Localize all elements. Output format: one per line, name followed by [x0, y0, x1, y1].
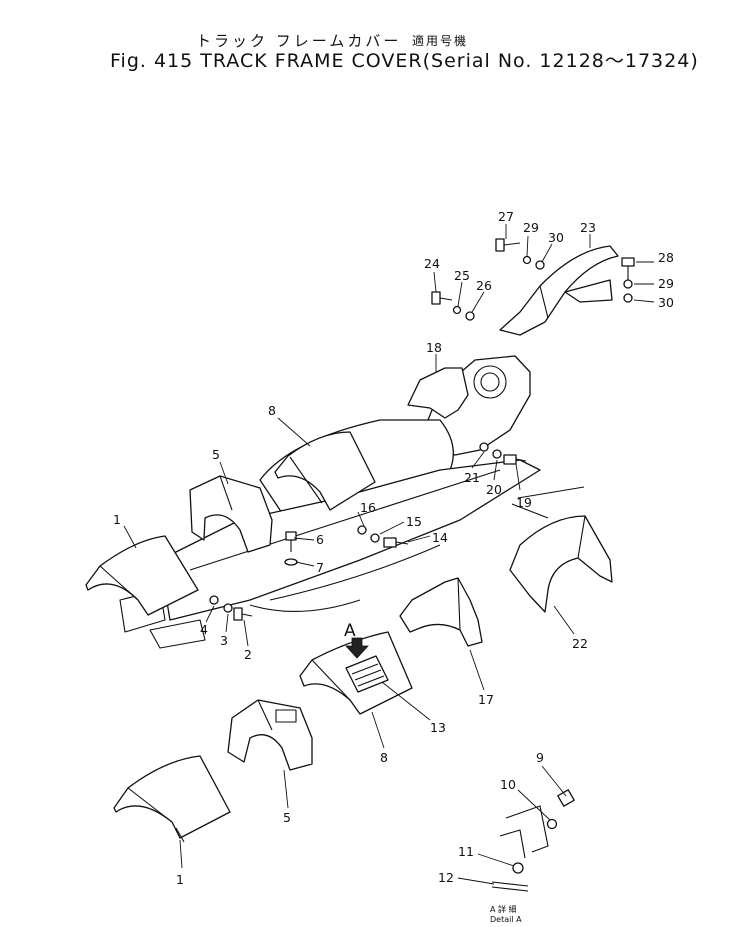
callout-labels: 27 29 30 23 28 29 30 24 25 26 18 8 5 1 4…: [113, 209, 674, 924]
callout-15: 15: [406, 514, 422, 529]
part-22-front-guard: [509, 503, 613, 613]
detail-a-label-jp: A 詳 細: [490, 904, 517, 914]
part-5-lower-bracket: [227, 699, 313, 771]
serial-close-paren: ): [690, 50, 699, 72]
callout-30a: 30: [548, 230, 564, 245]
part-12: [491, 881, 529, 892]
washer-7: [284, 558, 298, 566]
callout-10: 10: [500, 777, 516, 792]
callout-23: 23: [580, 220, 596, 235]
washer-21: [479, 442, 489, 452]
part-17-cover: [399, 577, 483, 647]
serial-range: Serial No. 12128～17324: [431, 50, 691, 72]
callout-22: 22: [572, 636, 588, 651]
callout-16: 16: [360, 500, 376, 515]
part-8-upper-cover: [274, 431, 376, 511]
leader-19-extension: [517, 486, 585, 499]
washer-4: [209, 595, 219, 605]
callout-18: 18: [426, 340, 442, 355]
leader-lines: [123, 224, 655, 885]
callout-19: 19: [516, 495, 532, 510]
callout-29a: 29: [523, 220, 539, 235]
callout-26: 26: [476, 278, 492, 293]
callout-5b: 5: [283, 810, 291, 825]
nut-11: [512, 862, 524, 874]
callout-17: 17: [478, 692, 494, 707]
bolt-27: [495, 238, 521, 252]
washer-29a: [522, 255, 532, 265]
bolt-6: [285, 531, 297, 552]
callout-12: 12: [438, 870, 454, 885]
washer-3: [223, 603, 233, 613]
callout-13: 13: [430, 720, 446, 735]
figure-title: Fig. 415 TRACK FRAME COVER(Serial No. 12…: [110, 46, 699, 73]
callout-9: 9: [536, 750, 544, 765]
callout-1b: 1: [176, 872, 184, 887]
serial-open-paren: (: [422, 50, 432, 72]
part-8-lower-cover: [299, 631, 413, 715]
bolt-24: [431, 291, 453, 305]
callout-1a: 1: [113, 512, 121, 527]
callout-7: 7: [316, 560, 324, 575]
part-1-upper-cover: [85, 535, 199, 616]
callout-30b: 30: [658, 295, 674, 310]
part-23-rear-guard: [499, 245, 619, 336]
washer-30b: [623, 293, 633, 303]
title-japanese: トラック フレームカバー: [196, 32, 402, 50]
callout-21: 21: [464, 470, 480, 485]
washer-25: [452, 305, 462, 315]
bolt-2: [233, 607, 253, 621]
callout-20: 20: [486, 482, 502, 497]
figure-title-main: Fig. 415 TRACK FRAME COVER: [110, 50, 423, 72]
callout-3: 3: [220, 633, 228, 648]
washer-16: [357, 525, 367, 535]
callout-29b: 29: [658, 276, 674, 291]
callout-6: 6: [316, 532, 324, 547]
callout-5a: 5: [212, 447, 220, 462]
callout-28: 28: [658, 250, 674, 265]
bolt-14: [383, 537, 409, 548]
washer-26: [465, 311, 475, 321]
callout-8b: 8: [380, 750, 388, 765]
detail-a-label-en: Detail A: [490, 915, 522, 924]
washer-20: [492, 449, 502, 459]
bolt-19: [503, 454, 527, 465]
callout-14: 14: [432, 530, 448, 545]
bolt-9: [557, 789, 575, 807]
callout-25: 25: [454, 268, 470, 283]
callout-2: 2: [244, 647, 252, 662]
detail-a-arrow: [345, 637, 369, 659]
callout-27: 27: [498, 209, 514, 224]
callout-4: 4: [200, 622, 208, 637]
bolt-28: [621, 257, 635, 280]
washer-30a: [535, 260, 545, 270]
callout-11: 11: [458, 844, 474, 859]
washer-29b: [623, 279, 633, 289]
washer-15: [370, 533, 380, 543]
detail-a-marker: A: [344, 621, 356, 641]
part-1-lower-cover: [113, 755, 231, 843]
washer-10: [546, 818, 558, 830]
detail-a-assembly: [491, 789, 575, 892]
part-5-upper-bracket: [189, 475, 273, 553]
callout-24: 24: [424, 256, 440, 271]
title-japanese-serial: 適用号機: [412, 34, 469, 48]
callout-8a: 8: [268, 403, 276, 418]
part-18-cover: [407, 367, 469, 419]
part-13-plate: [345, 655, 389, 693]
